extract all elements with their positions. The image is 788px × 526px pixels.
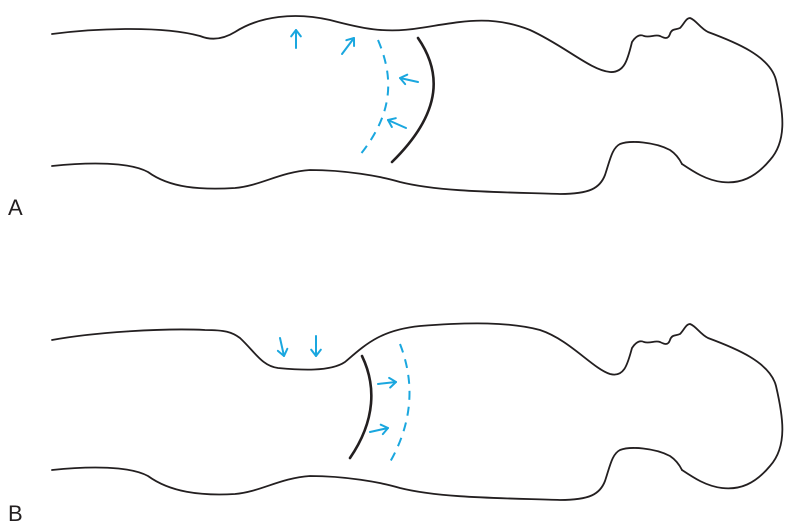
dashed-diaphragm [390,344,409,462]
arrow-icon [388,118,406,128]
arrow-icon [311,336,321,356]
arrow-icon [400,75,418,84]
body-outline-top [52,16,782,182]
dashed-diaphragm [360,40,388,155]
arrow-icon [378,378,396,388]
panel-label-b: B [8,503,23,525]
arrow-icon [342,38,354,54]
panel-a [52,16,782,194]
diaphragm-curve [350,356,371,458]
diaphragm-curve [392,38,434,162]
body-outline-bottom [52,142,682,194]
arrow-icon [278,338,287,356]
body-outline-bottom [52,448,682,500]
body-outline-top [52,323,782,488]
arrow-icon [291,30,301,48]
panel-b [52,323,782,500]
panel-label-a: A [8,197,23,219]
arrow-icon [370,425,388,434]
